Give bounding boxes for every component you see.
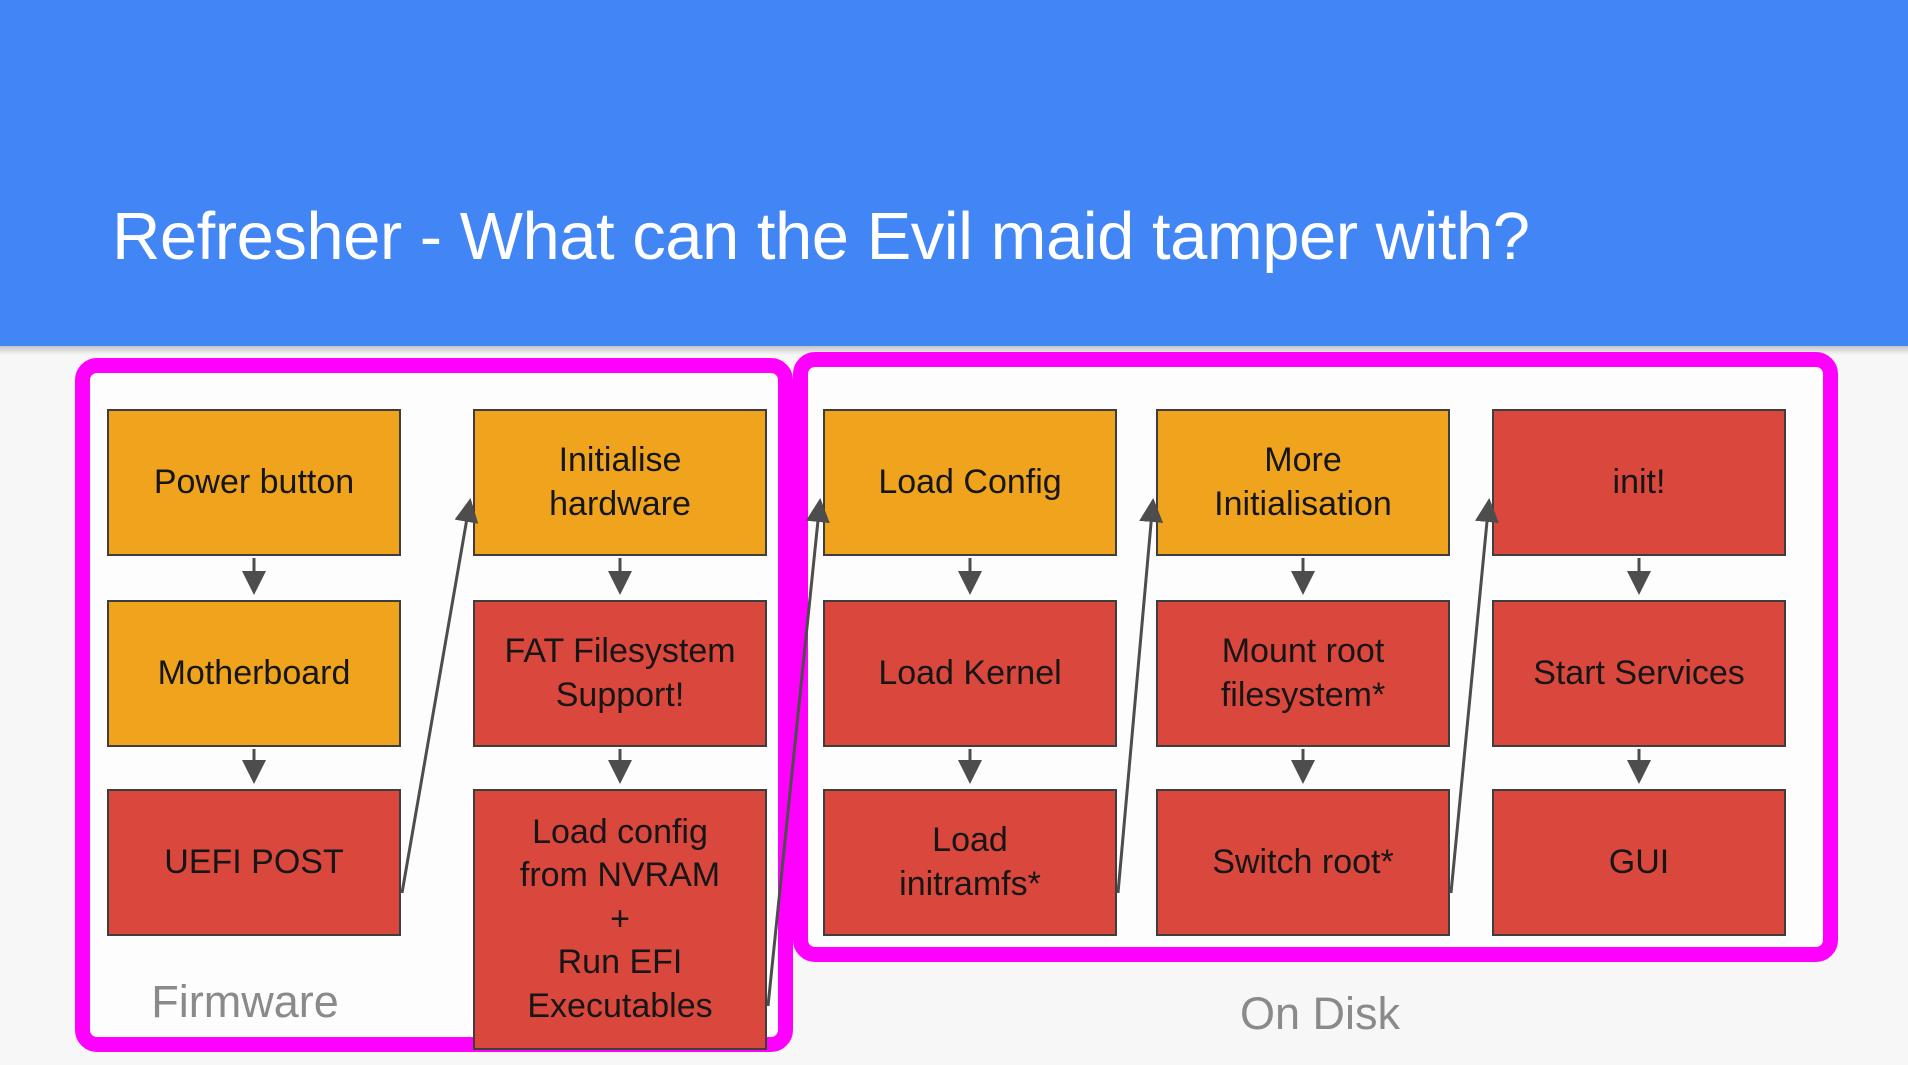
node-fat-filesystem-support: FAT Filesystem Support!	[473, 600, 767, 747]
slide-header	[0, 0, 1908, 346]
node-mount-root-filesystem: Mount root filesystem*	[1156, 600, 1450, 747]
firmware-region-label: Firmware	[151, 976, 339, 1027]
node-uefi-post: UEFI POST	[107, 789, 401, 936]
node-gui: GUI	[1492, 789, 1786, 936]
on-disk-region-label: On Disk	[1239, 988, 1401, 1039]
node-load-kernel: Load Kernel	[823, 600, 1117, 747]
slide-title: Refresher - What can the Evil maid tampe…	[112, 199, 1530, 274]
node-start-services: Start Services	[1492, 600, 1786, 747]
node-more-initialisation: More Initialisation	[1156, 409, 1450, 556]
node-power-button: Power button	[107, 409, 401, 556]
header-shadow	[0, 346, 1908, 355]
node-load-config: Load Config	[823, 409, 1117, 556]
node-init: init!	[1492, 409, 1786, 556]
node-initialise-hardware: Initialise hardware	[473, 409, 767, 556]
node-load-config-nvram: Load config from NVRAM + Run EFI Executa…	[473, 789, 767, 1050]
node-motherboard: Motherboard	[107, 600, 401, 747]
node-load-initramfs: Load initramfs*	[823, 789, 1117, 936]
node-switch-root: Switch root*	[1156, 789, 1450, 936]
